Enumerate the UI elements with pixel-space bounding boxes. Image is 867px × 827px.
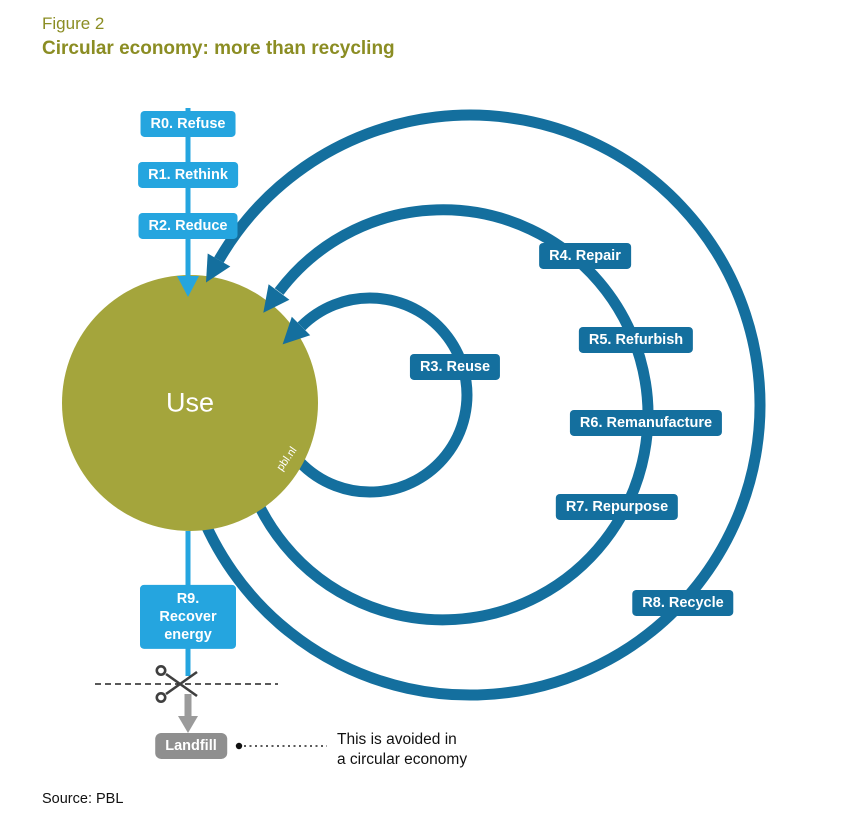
- badge-r0-refuse: R0. Refuse: [140, 110, 236, 138]
- scissors-icon: [155, 664, 198, 703]
- badge-r4-repair: R4. Repair: [539, 242, 631, 270]
- use-circle: [62, 275, 318, 531]
- use-circle-label: Use: [165, 387, 215, 418]
- source-text: Source: PBL: [42, 791, 124, 807]
- badge-r2-reduce: R2. Reduce: [138, 212, 238, 240]
- badge-r9-recover-energy: R9. Recover energy: [140, 584, 236, 650]
- badge-r5-refurbish: R5. Refurbish: [578, 326, 694, 354]
- badge-r6-remanufacture: R6. Remanufacture: [569, 409, 723, 437]
- arrowhead-outer-loop-icon: [206, 253, 231, 283]
- page-title: Circular economy: more than recycling: [42, 38, 395, 59]
- annotation-text: This is avoided in a circular economy: [337, 730, 467, 770]
- connector-dot: [235, 742, 243, 750]
- annotation-line1: This is avoided in: [337, 731, 457, 748]
- loop-arc-reuse-inner: [273, 292, 473, 498]
- landfill-arrowhead-icon: [178, 716, 198, 733]
- landfill-badge: Landfill: [155, 732, 227, 760]
- loop-arc-repair-middle: [239, 204, 654, 626]
- annotation-line2: a circular economy: [337, 751, 468, 768]
- badge-r1-rethink: R1. Rethink: [138, 161, 238, 189]
- figure-label: Figure 2: [42, 14, 105, 33]
- arrowhead-top-icon: [177, 276, 199, 297]
- arrowhead-reuse-icon: [282, 316, 311, 345]
- badge-r8-recycle: R8. Recycle: [632, 589, 734, 617]
- arrowhead-middle-loop-icon: [263, 284, 290, 313]
- loop-arc-recycle-outer: [178, 109, 766, 701]
- badge-r3-reuse: R3. Reuse: [409, 353, 501, 381]
- badge-r7-repurpose: R7. Repurpose: [555, 493, 679, 521]
